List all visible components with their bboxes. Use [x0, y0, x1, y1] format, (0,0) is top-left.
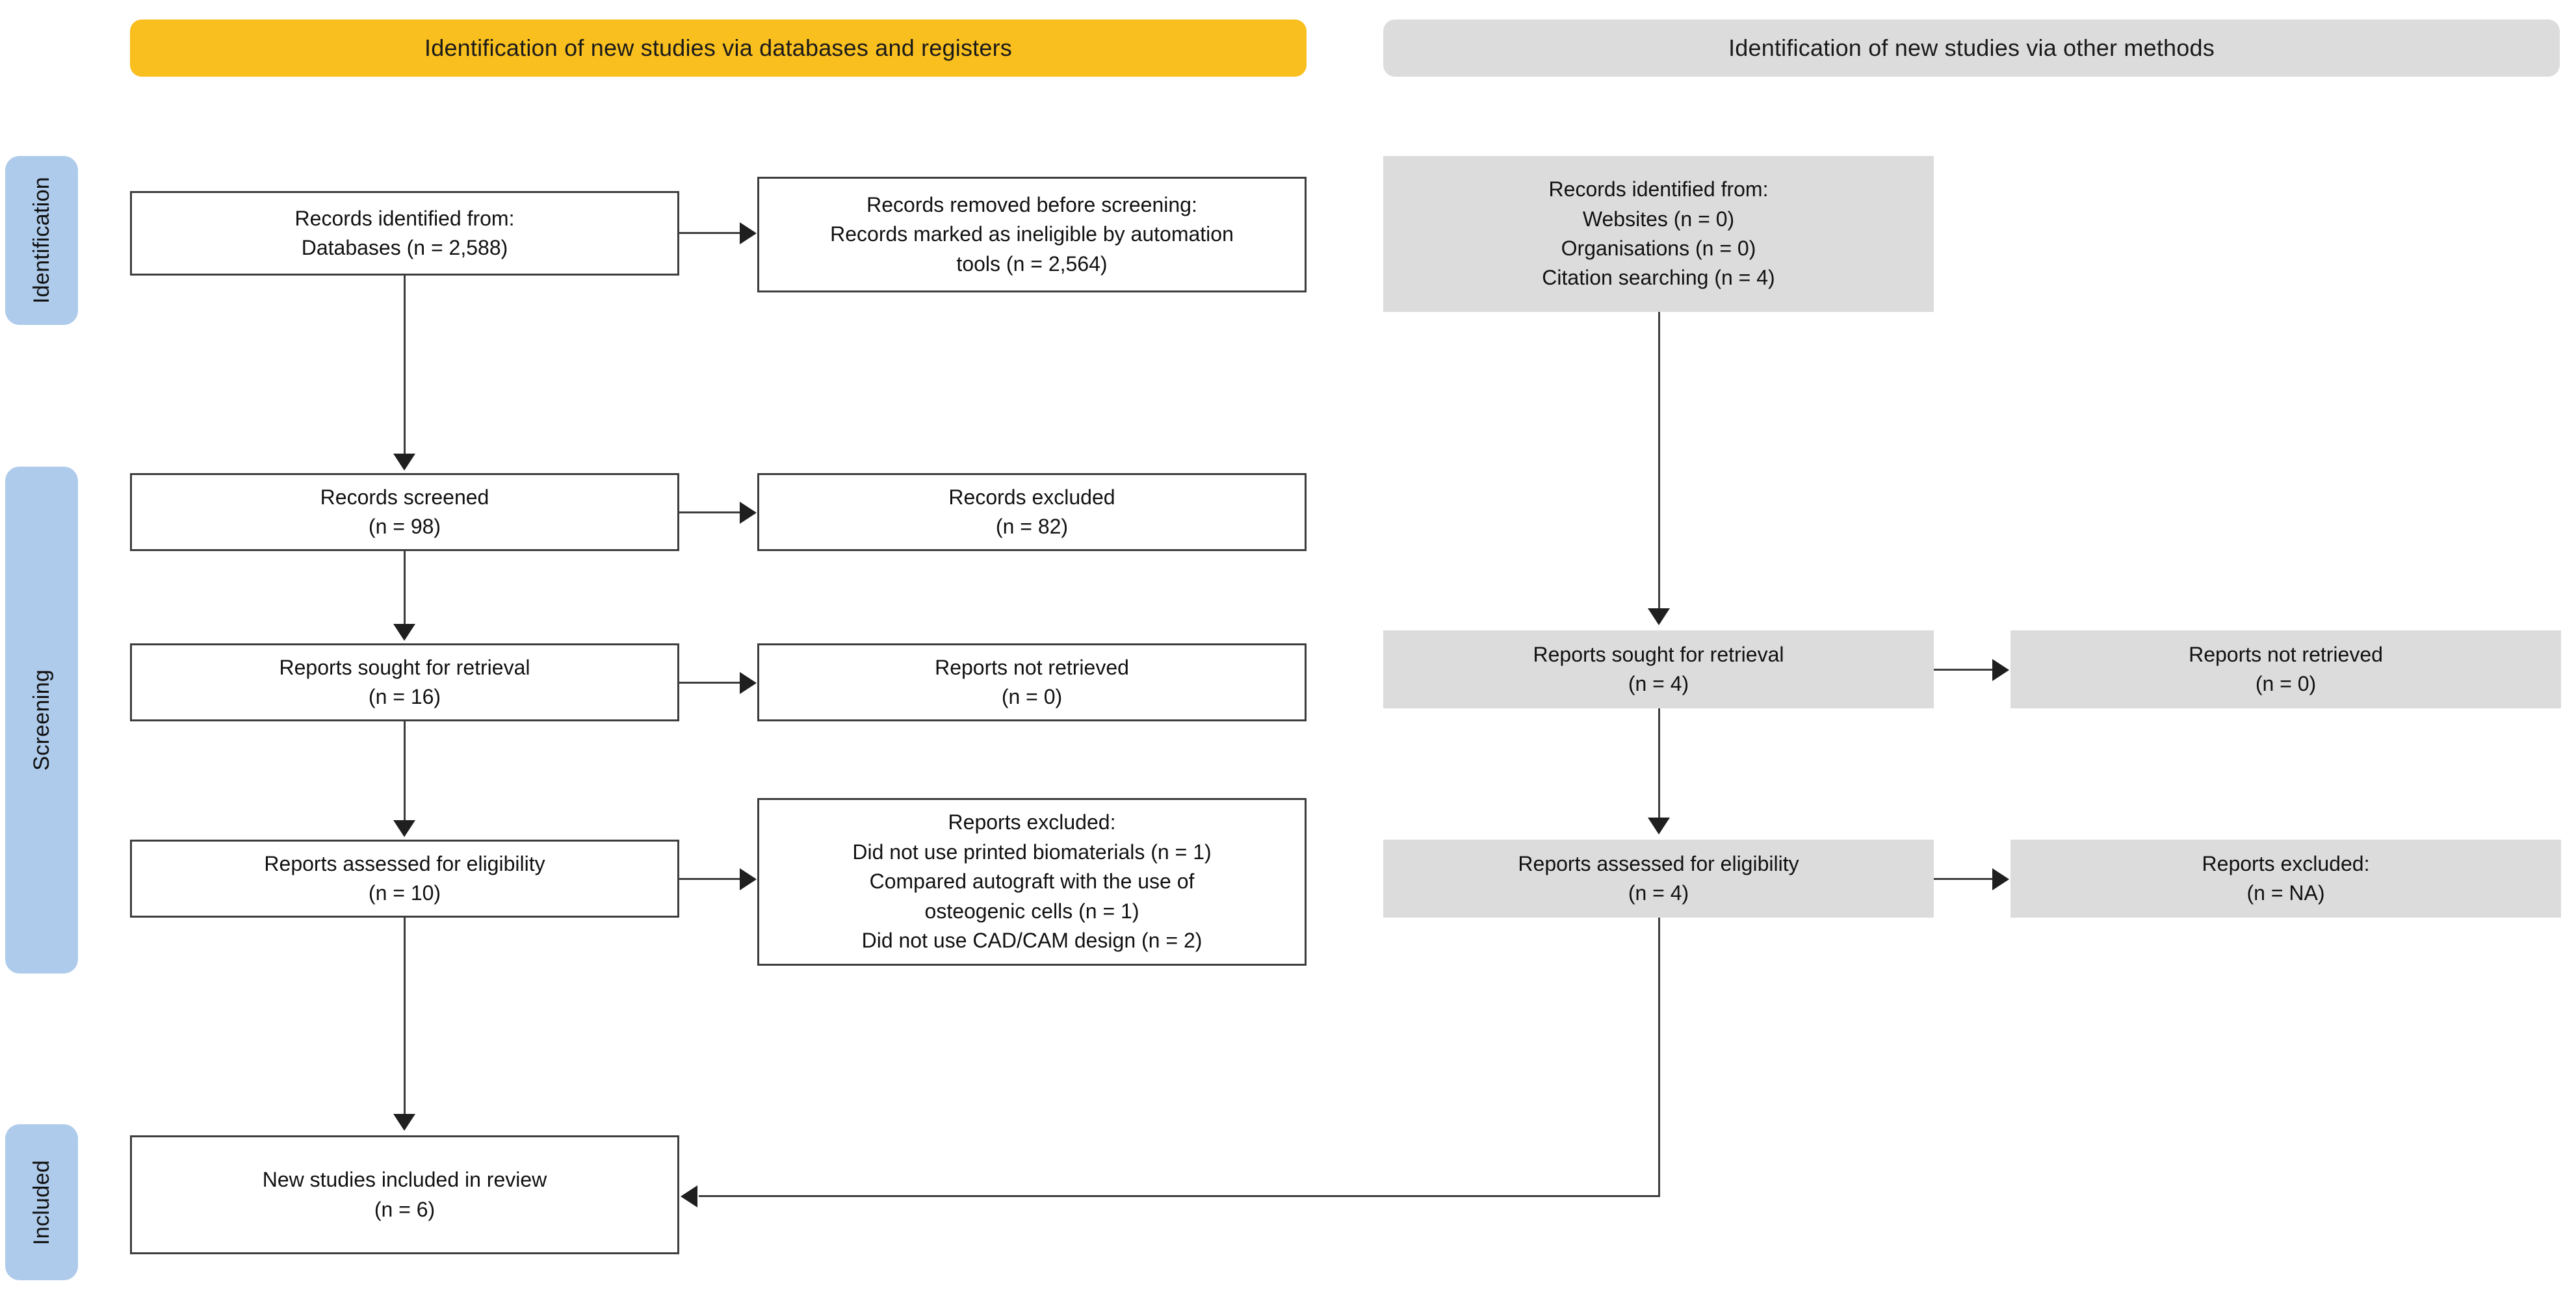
arrow-screened-to-sought [393, 624, 415, 641]
node-records-identified-other-lines: Records identified from: Websites (n = 0… [1542, 177, 1775, 290]
connector-other-assessed-to-included-vertical [1658, 918, 1660, 1197]
arrow-sought-to-not-retrieved [740, 672, 757, 694]
arrow-assessed-to-included [393, 1114, 415, 1131]
node-records-identified-databases-lines: Records identified from: Databases (n = … [294, 206, 515, 259]
connector-assessed-to-included [404, 918, 406, 1116]
connector-other-sought-to-not-retrieved [1934, 669, 1994, 671]
node-records-identified-other: Records identified from: Websites (n = 0… [1383, 156, 1934, 312]
connector-identified-to-screened [404, 276, 406, 456]
node-reports-sought-databases: Reports sought for retrieval (n = 16) [130, 643, 679, 721]
phase-tab-screening: Screening [5, 467, 78, 974]
arrow-identified-to-screened [393, 454, 415, 471]
arrow-other-assessed-to-excluded [1992, 868, 2009, 890]
node-reports-assessed-other-lines: Reports assessed for eligibility (n = 4) [1518, 851, 1799, 905]
node-records-identified-databases: Records identified from: Databases (n = … [130, 191, 679, 276]
banner-other-methods-label: Identification of new studies via other … [1728, 34, 2215, 61]
connector-sought-to-not-retrieved [679, 682, 741, 684]
arrow-other-identified-to-sought [1648, 608, 1670, 625]
arrow-identified-to-removed [740, 222, 757, 244]
node-reports-assessed-databases: Reports assessed for eligibility (n = 10… [130, 840, 679, 918]
connector-identified-to-removed [679, 232, 741, 234]
node-reports-not-retrieved-databases-lines: Reports not retrieved (n = 0) [935, 655, 1129, 708]
phase-tab-identification-label: Identification [29, 177, 54, 304]
node-records-removed-before-screening-lines: Records removed before screening: Record… [830, 192, 1234, 276]
connector-other-assessed-to-included-horizontal [699, 1195, 1660, 1197]
phase-tab-screening-label: Screening [29, 669, 54, 771]
node-reports-sought-databases-lines: Reports sought for retrieval (n = 16) [279, 655, 530, 708]
phase-tab-included-label: Included [29, 1159, 54, 1245]
node-reports-not-retrieved-databases: Reports not retrieved (n = 0) [757, 643, 1307, 721]
arrow-assessed-to-excluded [740, 868, 757, 890]
arrow-screened-to-excluded [740, 502, 757, 524]
arrow-other-sought-to-not-retrieved [1992, 659, 2009, 681]
node-reports-excluded-other: Reports excluded: (n = NA) [2010, 840, 2561, 918]
node-records-excluded: Records excluded (n = 82) [757, 473, 1307, 551]
connector-assessed-to-excluded [679, 878, 741, 880]
node-reports-excluded-other-lines: Reports excluded: (n = NA) [2202, 851, 2370, 905]
banner-other-methods: Identification of new studies via other … [1383, 19, 2560, 77]
node-reports-sought-other-lines: Reports sought for retrieval (n = 4) [1533, 642, 1784, 695]
arrow-other-assessed-to-included [681, 1185, 697, 1207]
node-reports-excluded-databases: Reports excluded: Did not use printed bi… [757, 798, 1307, 966]
arrow-other-sought-to-assessed [1648, 818, 1670, 834]
node-reports-not-retrieved-other: Reports not retrieved (n = 0) [2010, 630, 2561, 708]
node-reports-assessed-databases-lines: Reports assessed for eligibility (n = 10… [264, 851, 545, 905]
phase-tab-included: Included [5, 1124, 78, 1280]
arrow-sought-to-assessed [393, 820, 415, 837]
node-reports-excluded-databases-lines: Reports excluded: Did not use printed bi… [852, 810, 1212, 953]
node-new-studies-included-lines: New studies included in review (n = 6) [262, 1168, 547, 1221]
connector-screened-to-excluded [679, 511, 741, 513]
phase-tab-identification: Identification [5, 156, 78, 325]
node-records-screened: Records screened (n = 98) [130, 473, 679, 551]
connector-other-identified-to-sought [1658, 312, 1660, 611]
connector-other-assessed-to-excluded [1934, 878, 1994, 880]
node-records-excluded-lines: Records excluded (n = 82) [948, 485, 1115, 538]
connector-screened-to-sought [404, 551, 406, 626]
connector-other-sought-to-assessed [1658, 708, 1660, 820]
node-new-studies-included: New studies included in review (n = 6) [130, 1135, 679, 1254]
banner-databases-registers-label: Identification of new studies via databa… [424, 34, 1012, 61]
node-reports-sought-other: Reports sought for retrieval (n = 4) [1383, 630, 1934, 708]
node-reports-assessed-other: Reports assessed for eligibility (n = 4) [1383, 840, 1934, 918]
node-records-removed-before-screening: Records removed before screening: Record… [757, 177, 1307, 292]
banner-databases-registers: Identification of new studies via databa… [130, 19, 1307, 77]
node-records-screened-lines: Records screened (n = 98) [320, 485, 489, 538]
connector-sought-to-assessed [404, 721, 406, 823]
node-reports-not-retrieved-other-lines: Reports not retrieved (n = 0) [2189, 642, 2383, 695]
